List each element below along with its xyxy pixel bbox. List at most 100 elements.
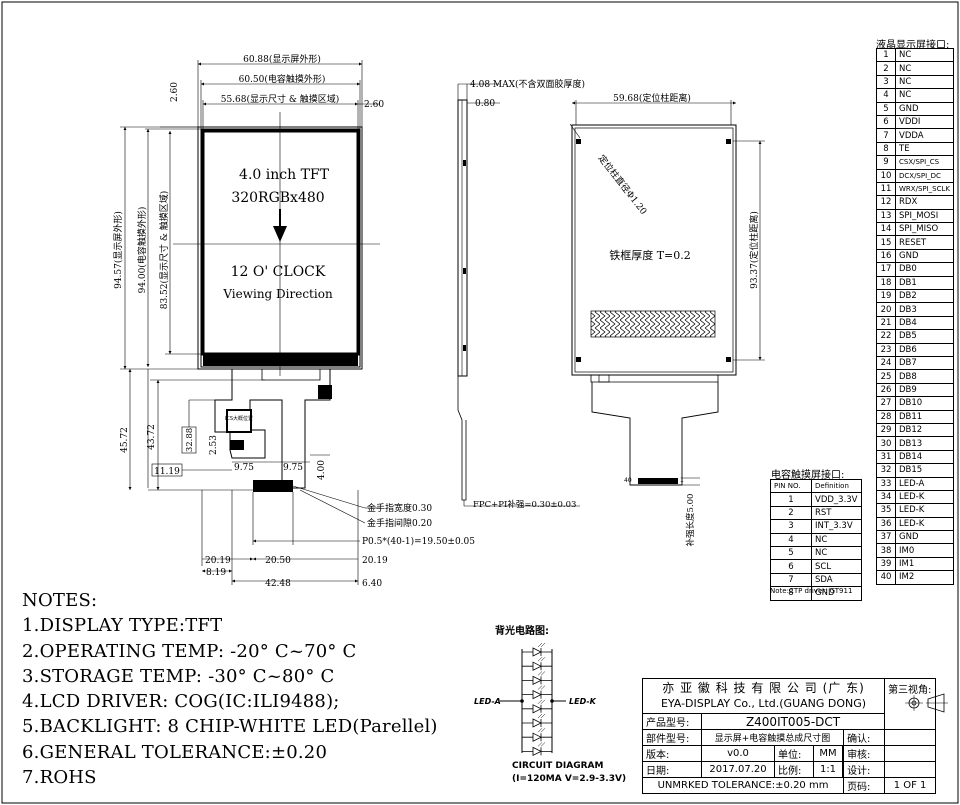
circuit-led-a: LED-A [474, 697, 501, 706]
lcd-pin-number: 19 [876, 289, 896, 304]
lcd-pin-signal: DB8 [895, 369, 954, 384]
company-cell: 亦 亚 徽 科 技 有 限 公 司 (广 东) EYA-DISPLAY Co.,… [641, 678, 886, 714]
lcd-pin-signal: DB15 [895, 463, 954, 478]
back-tail-length: 补强长度5.00 [685, 494, 696, 547]
lcd-pin-signal: DB4 [895, 315, 954, 331]
lcd-pin-number: 8 [876, 141, 896, 157]
dim-4248: 42.48 [265, 579, 291, 589]
side-glass: 0.80 [475, 99, 495, 109]
ctp-pin-number: 3 [770, 519, 812, 534]
lcd-pin-signal: DB6 [895, 342, 954, 357]
lcd-pin-signal: VDDA [895, 128, 954, 143]
lcd-pin-signal: SPI_MISO [895, 222, 954, 237]
lcd-pin-signal: IM2 [895, 570, 954, 585]
back-height: 93.37(定位柱距离) [748, 211, 760, 289]
lcd-pin-signal: DB7 [895, 355, 954, 371]
led-diode [522, 713, 552, 728]
backlight-circuit: 背光电路图: LED-A LED-K CIRCUIT DIAGRAM (I=12… [474, 624, 626, 784]
lcd-pin-number: 35 [876, 503, 896, 518]
led-diode [522, 685, 552, 700]
dim-1119: 11.19 [154, 467, 180, 477]
note-backlight: 5.BACKLIGHT: 8 CHIP-WHITE LED(Parellel) [22, 716, 438, 738]
lcd-pin-number: 39 [876, 556, 896, 572]
led-diode [522, 671, 552, 686]
lcd-pin-number: 17 [876, 262, 896, 277]
side-thickness: 4.08 MAX(不含双面胶厚度) [470, 78, 585, 90]
led-diode [522, 728, 552, 742]
unit-label: 单位: [774, 745, 814, 762]
version-value: v0.0 [701, 745, 775, 762]
note-display-type: 1.DISPLAY TYPE:TFT [22, 615, 223, 637]
dim-3288: 32.88 [185, 428, 195, 452]
dim-2050: 20.50 [265, 556, 291, 566]
lcd-pin-signal: CSX/SPI_CS [895, 155, 954, 170]
led-diode [522, 742, 552, 757]
notes-block: NOTES: 1.DISPLAY TYPE:TFT 2.OPERATING TE… [22, 588, 438, 790]
lcd-pin-signal: NC [895, 61, 954, 76]
lcd-pin-signal: DB13 [895, 436, 954, 451]
ctp-head-def: Definition [811, 478, 862, 494]
lcd-pin-signal: VDDI [895, 114, 954, 130]
lcd-pin-number: 22 [876, 329, 896, 344]
ctp-pin-signal: SDA [811, 572, 862, 588]
ctp-pin-signal: NC [811, 532, 862, 547]
part-value: 显示屏+电容触摸总成尺寸图 [700, 729, 845, 746]
dim-side-gap: 2.60 [364, 100, 384, 110]
lcd-pin-number: 16 [876, 248, 896, 264]
lcd-pin-number: 33 [876, 476, 896, 491]
led-diode [522, 657, 552, 671]
review-label: 审核: [843, 745, 886, 762]
ctp-pin-number: 5 [770, 545, 812, 561]
dim-height-active: 83.52(显示尺寸 & 触摸区域) [158, 191, 170, 310]
ctp-pin-signal: NC [811, 545, 862, 561]
lcd-pin-signal: NC [895, 47, 954, 63]
lcd-pin-number: 3 [876, 74, 896, 90]
lcd-pin-signal: RESET [895, 235, 954, 250]
dim-top-gap: 2.60 [170, 82, 180, 102]
lcd-pin-number: 2 [876, 61, 896, 76]
side-view: 4.08 MAX(不含双面胶厚度) 0.80 FPC+PI补强=0.30±0.0… [457, 78, 585, 510]
led-diode [522, 642, 552, 657]
dim-height-ctp: 94.00(电容触摸外形) [136, 207, 148, 294]
dim-975-right: 9.75 [283, 463, 303, 473]
lcd-pin-number: 5 [876, 101, 896, 116]
lcd-pin-number: 14 [876, 222, 896, 237]
lcd-pin-signal: NC [895, 88, 954, 103]
dim-height-lcd: 94.57(显示屏外形) [112, 211, 124, 289]
lcd-pin-signal: GND [895, 248, 954, 264]
led-diode [522, 699, 552, 714]
lcd-pin-signal: WRX/SPI_SCLK [895, 181, 954, 197]
lcd-pin-number: 37 [876, 530, 896, 545]
lcd-pin-signal: LED-K [895, 516, 954, 532]
lcd-pin-signal: LED-K [895, 489, 954, 505]
design-value [884, 761, 937, 778]
company-cn: 亦 亚 徽 科 技 有 限 公 司 (广 东) [662, 681, 865, 695]
note-rohs: 7.ROHS [22, 767, 97, 789]
page-label: 页码: [843, 777, 886, 794]
notes-title: NOTES: [22, 590, 98, 611]
ctp-pin-signal: SCL [811, 559, 862, 574]
date-label: 日期: [642, 761, 702, 778]
ctp-pin-number: 4 [770, 532, 812, 547]
back-width: 59.68(定位柱距离) [613, 92, 691, 104]
